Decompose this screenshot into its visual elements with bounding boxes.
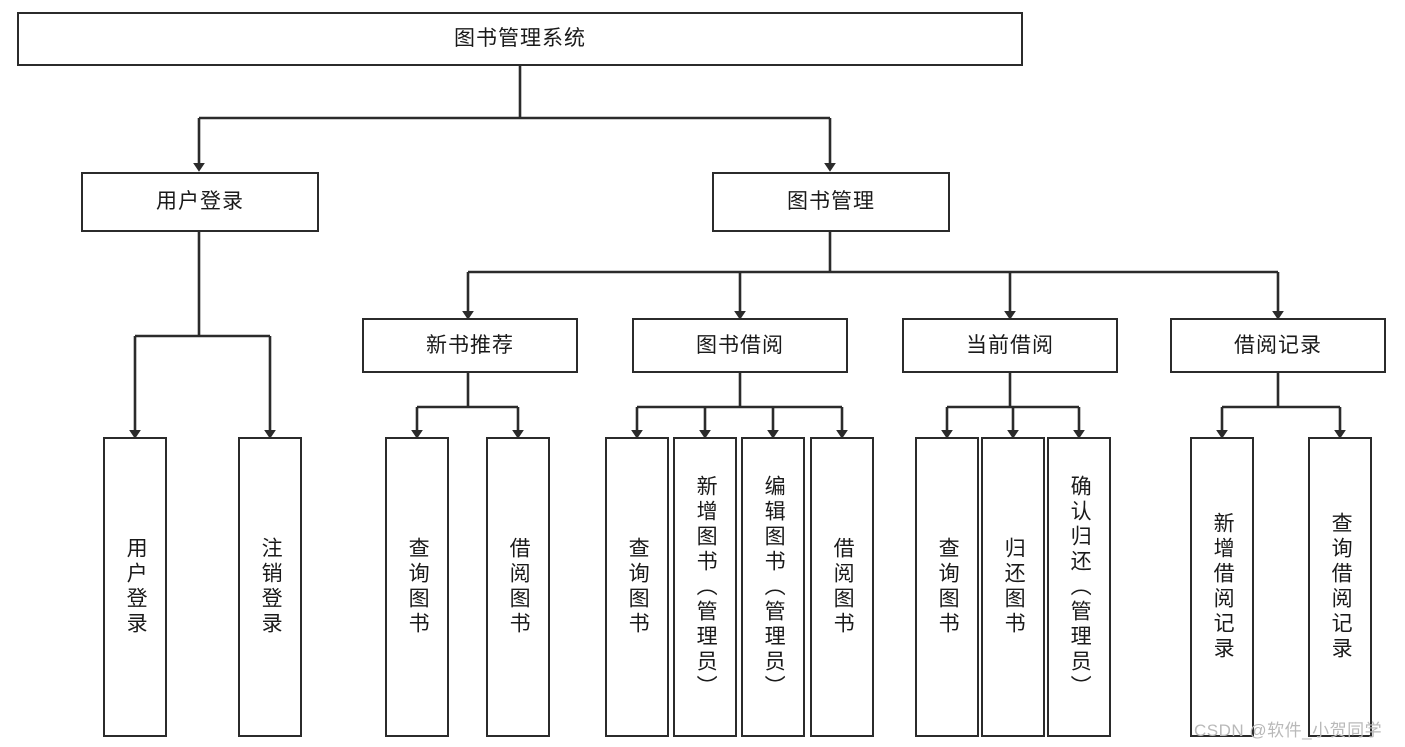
- node-user-login-label: 用户登录: [156, 190, 244, 214]
- node-leaf-user-login[interactable]: 用户登录: [103, 437, 167, 737]
- watermark-text: CSDN @软件_小贺同学: [1194, 721, 1383, 740]
- node-root-label: 图书管理系统: [454, 27, 586, 51]
- node-leaf-edit-book-label: 编辑图书（管理员）: [762, 474, 786, 700]
- node-leaf-borrow-book-1-label: 借阅图书: [507, 537, 531, 637]
- node-book-manage[interactable]: 图书管理: [712, 172, 950, 232]
- node-book-borrow-label: 图书借阅: [696, 333, 784, 357]
- node-leaf-query-book-2[interactable]: 查询图书: [605, 437, 669, 737]
- node-new-book-recommend[interactable]: 新书推荐: [362, 318, 578, 373]
- node-book-borrow[interactable]: 图书借阅: [632, 318, 848, 373]
- node-leaf-query-book-2-label: 查询图书: [626, 537, 650, 637]
- node-user-login[interactable]: 用户登录: [81, 172, 319, 232]
- node-leaf-query-record-label: 查询借阅记录: [1329, 512, 1353, 662]
- node-leaf-query-book-1[interactable]: 查询图书: [385, 437, 449, 737]
- node-leaf-query-book-3-label: 查询图书: [936, 537, 960, 637]
- node-leaf-borrow-book-1[interactable]: 借阅图书: [486, 437, 550, 737]
- node-leaf-return-book[interactable]: 归还图书: [981, 437, 1045, 737]
- node-leaf-confirm-return-label: 确认归还（管理员）: [1068, 474, 1092, 700]
- node-book-manage-label: 图书管理: [787, 190, 875, 214]
- node-leaf-query-book-1-label: 查询图书: [406, 537, 430, 637]
- node-current-borrow[interactable]: 当前借阅: [902, 318, 1118, 373]
- node-leaf-query-book-3[interactable]: 查询图书: [915, 437, 979, 737]
- node-leaf-confirm-return[interactable]: 确认归还（管理员）: [1047, 437, 1111, 737]
- node-borrow-record[interactable]: 借阅记录: [1170, 318, 1386, 373]
- node-leaf-borrow-book-2[interactable]: 借阅图书: [810, 437, 874, 737]
- node-borrow-record-label: 借阅记录: [1234, 333, 1322, 357]
- node-leaf-query-record[interactable]: 查询借阅记录: [1308, 437, 1372, 737]
- node-leaf-user-logout-label: 注销登录: [259, 537, 283, 637]
- node-leaf-user-logout[interactable]: 注销登录: [238, 437, 302, 737]
- node-leaf-add-book-label: 新增图书（管理员）: [694, 474, 718, 700]
- node-leaf-add-record[interactable]: 新增借阅记录: [1190, 437, 1254, 737]
- node-leaf-edit-book[interactable]: 编辑图书（管理员）: [741, 437, 805, 737]
- node-leaf-add-record-label: 新增借阅记录: [1211, 512, 1235, 662]
- node-new-book-recommend-label: 新书推荐: [426, 333, 514, 357]
- node-leaf-return-book-label: 归还图书: [1002, 537, 1026, 637]
- node-leaf-user-login-label: 用户登录: [124, 537, 148, 637]
- node-root[interactable]: 图书管理系统: [17, 12, 1023, 66]
- node-leaf-borrow-book-2-label: 借阅图书: [831, 537, 855, 637]
- node-current-borrow-label: 当前借阅: [966, 333, 1054, 357]
- node-leaf-add-book[interactable]: 新增图书（管理员）: [673, 437, 737, 737]
